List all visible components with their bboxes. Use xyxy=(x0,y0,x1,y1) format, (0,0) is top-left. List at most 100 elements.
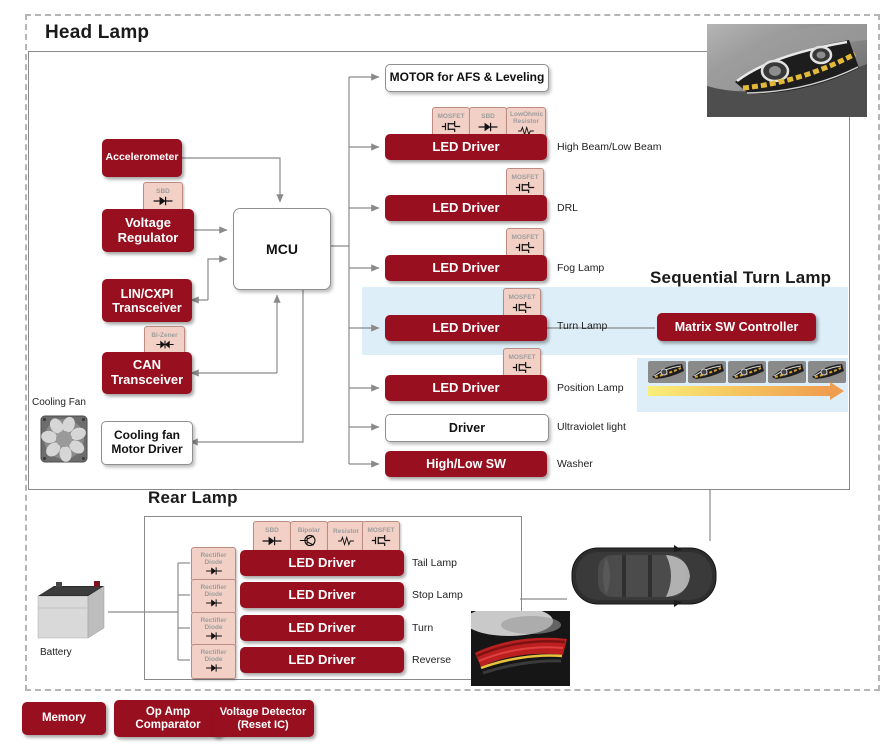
led-driver-label: LED Driver xyxy=(432,199,500,215)
row3-function-label: Fog Lamp xyxy=(557,262,605,274)
row6-function-label: Ultraviolet light xyxy=(557,421,626,433)
cooling-fan-image xyxy=(40,415,88,463)
diode-symbol xyxy=(205,599,222,607)
bipolar-transistor-symbol xyxy=(299,535,316,547)
led-driver-box-row4: LED Driver xyxy=(385,315,547,341)
led-driver-label: LED Driver xyxy=(432,259,500,275)
rectifier-diode-chip-3: Rectifier Diode xyxy=(191,612,236,647)
row2-function-label: DRL xyxy=(557,202,579,214)
chip-label: MOSFET xyxy=(367,526,395,534)
mosfet-symbol xyxy=(371,535,391,547)
memory-box: Memory xyxy=(22,702,106,735)
resistor-symbol xyxy=(338,535,354,546)
led-driver-label: LED Driver xyxy=(432,379,500,395)
matrix-sw-controller-label: Matrix SW Controller xyxy=(674,320,799,334)
accelerometer-label: Accelerometer xyxy=(105,151,179,164)
car-top-view-image xyxy=(571,545,717,607)
diode-symbol xyxy=(478,122,498,132)
can-transceiver-box: CAN Transceiver xyxy=(102,352,192,394)
rectifier-diode-chip-1: Rectifier Diode xyxy=(191,547,236,582)
lin-cxpi-transceiver-box: LIN/CXPI Transceiver xyxy=(102,279,192,322)
rear-led-driver-box-3: LED Driver xyxy=(240,615,404,641)
rear-led-driver-box-1: LED Driver xyxy=(240,550,404,576)
chip-label: MOSFET xyxy=(437,112,465,120)
mosfet-symbol xyxy=(515,182,535,194)
diode-symbol xyxy=(205,632,222,640)
rear-row2-label: Stop Lamp xyxy=(412,589,463,601)
rear-lamp-title: Rear Lamp xyxy=(148,488,238,507)
sbd-chip-rear: SBD xyxy=(253,521,291,558)
rear-row1-label: Tail Lamp xyxy=(412,557,457,569)
mosfet-symbol xyxy=(515,242,535,254)
sequential-gradient-arrowhead xyxy=(830,382,844,400)
chip-label: LowOhmic Resistor xyxy=(510,111,544,125)
rear-row3-label: Turn xyxy=(412,622,434,634)
mosfet-chip-rear: MOSFET xyxy=(362,521,400,558)
outer-dashed-frame xyxy=(25,14,880,691)
voltage-detector-box: Voltage Detector (Reset IC) xyxy=(212,700,314,737)
diode-symbol xyxy=(205,664,222,672)
battery-image xyxy=(37,581,105,639)
chip-label: MOSFET xyxy=(511,173,539,181)
row1-function-label: High Beam/Low Beam xyxy=(557,141,662,153)
led-driver-box-row1: LED Driver xyxy=(385,134,547,160)
led-driver-label: LED Driver xyxy=(288,619,356,635)
chip-label: Resistor xyxy=(332,528,359,536)
rectifier-diode-chip-4: Rectifier Diode xyxy=(191,644,236,679)
mosfet-symbol xyxy=(512,302,532,314)
bi-zener-symbol xyxy=(155,340,174,349)
mcu-label: MCU xyxy=(266,240,298,257)
chip-label: MOSFET xyxy=(508,293,536,301)
row4-function-label: Turn Lamp xyxy=(557,320,608,332)
tail-lamp-photo xyxy=(471,611,570,686)
led-driver-label: LED Driver xyxy=(288,651,356,667)
led-driver-label: LED Driver xyxy=(288,586,356,602)
op-amp-comparator-box: Op Amp Comparator xyxy=(114,700,222,737)
mcu-box: MCU xyxy=(233,208,331,290)
chip-label: MOSFET xyxy=(508,353,536,361)
chip-label: Rectifier Diode xyxy=(200,583,227,598)
chip-label: Rectifier Diode xyxy=(200,648,227,663)
chip-label: SBD xyxy=(265,527,279,535)
diode-symbol xyxy=(153,197,173,206)
resistor-chip-rear: Resistor xyxy=(327,521,365,558)
rectifier-diode-chip-2: Rectifier Diode xyxy=(191,579,236,614)
lin-cxpi-label: LIN/CXPI Transceiver xyxy=(112,286,182,315)
chip-label: SBD xyxy=(156,187,170,195)
driver-label: Driver xyxy=(448,420,486,435)
head-lamp-title: Head Lamp xyxy=(45,22,150,43)
high-low-sw-label: High/Low SW xyxy=(426,457,506,471)
voltage-regulator-box: Voltage Regulator xyxy=(102,209,194,252)
chip-label: Rectifier Diode xyxy=(200,551,227,566)
led-driver-label: LED Driver xyxy=(432,138,500,154)
head-lamp-frame xyxy=(28,51,850,490)
rear-led-driver-box-2: LED Driver xyxy=(240,582,404,608)
row5-function-label: Position Lamp xyxy=(557,382,624,394)
diode-symbol xyxy=(262,536,282,546)
led-driver-box-row2: LED Driver xyxy=(385,195,547,221)
rear-led-driver-box-4: LED Driver xyxy=(240,647,404,673)
sequential-thumbnails xyxy=(648,361,846,383)
cooling-fan-caption: Cooling Fan xyxy=(32,397,86,408)
matrix-sw-controller-box: Matrix SW Controller xyxy=(657,313,816,341)
cooling-fan-motor-driver-box: Cooling fan Motor Driver xyxy=(101,421,193,465)
battery-label: Battery xyxy=(40,647,72,658)
mosfet-symbol xyxy=(512,362,532,374)
rear-lamp-frame xyxy=(144,516,522,680)
sequential-gradient-arrow xyxy=(648,386,830,396)
headlamp-photo xyxy=(707,24,867,117)
cooling-fan-driver-label: Cooling fan Motor Driver xyxy=(111,428,183,456)
row7-function-label: Washer xyxy=(557,458,593,470)
op-amp-comparator-label: Op Amp Comparator xyxy=(135,705,201,731)
led-driver-label: LED Driver xyxy=(288,554,356,570)
high-low-sw-box: High/Low SW xyxy=(385,451,547,477)
motor-afs-box: MOTOR for AFS & Leveling xyxy=(385,64,549,92)
accelerometer-box: Accelerometer xyxy=(102,139,182,177)
can-label: CAN Transceiver xyxy=(110,357,184,387)
led-driver-box-row3: LED Driver xyxy=(385,255,547,281)
rear-row4-label: Reverse xyxy=(412,654,452,666)
bipolar-chip-rear: Bipolar xyxy=(290,521,328,558)
resistor-symbol xyxy=(518,125,534,136)
memory-label: Memory xyxy=(41,712,87,725)
